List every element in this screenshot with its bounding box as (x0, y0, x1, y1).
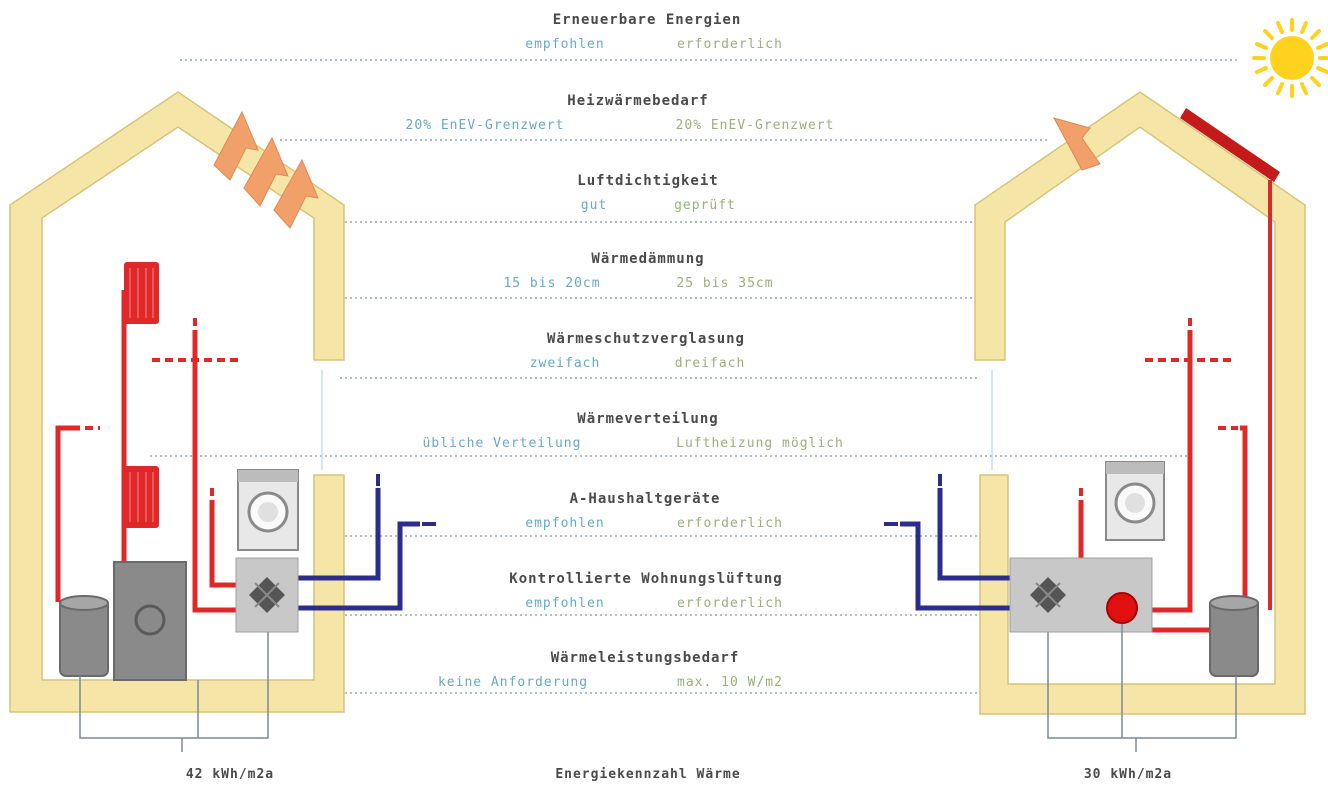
right-bracket (1047, 624, 1237, 752)
category-right-value: geprüft (674, 198, 736, 213)
guide-lines (150, 59, 1240, 694)
category-left-value: keine Anforderung (438, 675, 588, 690)
category-title: Wärmeleistungsbedarf (551, 650, 740, 666)
energy-value-right: 30 kWh/m2a (1084, 767, 1172, 782)
bottom-labels: 42 kWh/m2a Energiekennzahl Wärme 30 kWh/… (186, 767, 1172, 782)
right-house (884, 91, 1306, 752)
category-title: Wärmedämmung (591, 251, 704, 267)
category-left-value: übliche Verteilung (423, 436, 582, 451)
ventilation-duct-ends (376, 474, 436, 526)
washing-machine-icon (1105, 461, 1165, 541)
storage-tank-icon (59, 595, 109, 677)
radiator-fins (129, 268, 154, 522)
pump-icon (1106, 592, 1138, 624)
energy-value-left: 42 kWh/m2a (186, 767, 274, 782)
category-left-value: 15 bis 20cm (503, 276, 600, 291)
heating-pipes (55, 290, 258, 613)
category-title: Kontrollierte Wohnungslüftung (509, 571, 782, 587)
category-left-value: empfohlen (525, 596, 604, 611)
left-bracket (79, 632, 269, 752)
ventilation-ducts (285, 488, 420, 611)
category-left-value: zweifach (530, 356, 601, 371)
left-house-walls (9, 91, 345, 713)
ventilation-ducts (900, 488, 1040, 611)
supply-air-arrows (85, 318, 240, 500)
category-left-value: empfohlen (525, 516, 604, 531)
category-labels: Erneuerbare Energien empfohlen erforderl… (406, 12, 844, 690)
category-title: A-Haushaltgeräte (570, 491, 721, 507)
airflow-arrow-icon (1053, 117, 1101, 171)
supply-air-arrows (1079, 318, 1238, 500)
sun-icon (1252, 18, 1328, 98)
category-right-value: erforderlich (677, 516, 783, 531)
heat-exchanger-icon (249, 577, 285, 613)
radiator-icon (124, 262, 159, 528)
energy-index-label: Energiekennzahl Wärme (555, 767, 740, 782)
window-box (321, 370, 993, 470)
washing-machine-icon (237, 469, 299, 551)
category-right-value: 20% EnEV-Grenzwert (676, 118, 835, 133)
solar-collector-icon (1180, 108, 1280, 182)
category-right-value: erforderlich (677, 37, 783, 52)
storage-tank-icon (1209, 595, 1259, 677)
category-title: Wärmeschutzverglasung (547, 331, 745, 347)
airflow-arrow-icon (213, 110, 319, 229)
category-left-value: gut (581, 198, 607, 213)
heat-exchanger-icon (1030, 577, 1066, 613)
boiler-icon (113, 561, 187, 681)
category-right-value: dreifach (675, 356, 746, 371)
category-right-value: Luftheizung möglich (676, 436, 844, 451)
ventilation-duct-ends (884, 474, 942, 526)
category-right-value: 25 bis 35cm (676, 276, 773, 291)
category-title: Wärmeverteilung (577, 411, 718, 427)
right-house-walls (974, 91, 1306, 715)
category-title: Heizwärmebedarf (567, 93, 708, 109)
left-house (9, 91, 436, 752)
category-left-value: empfohlen (525, 37, 604, 52)
category-title: Erneuerbare Energien (553, 12, 742, 28)
category-left-value: 20% EnEV-Grenzwert (406, 118, 565, 133)
category-title: Luftdichtigkeit (577, 173, 718, 189)
category-right-value: erforderlich (677, 596, 783, 611)
category-right-value: max. 10 W/m2 (677, 675, 783, 690)
